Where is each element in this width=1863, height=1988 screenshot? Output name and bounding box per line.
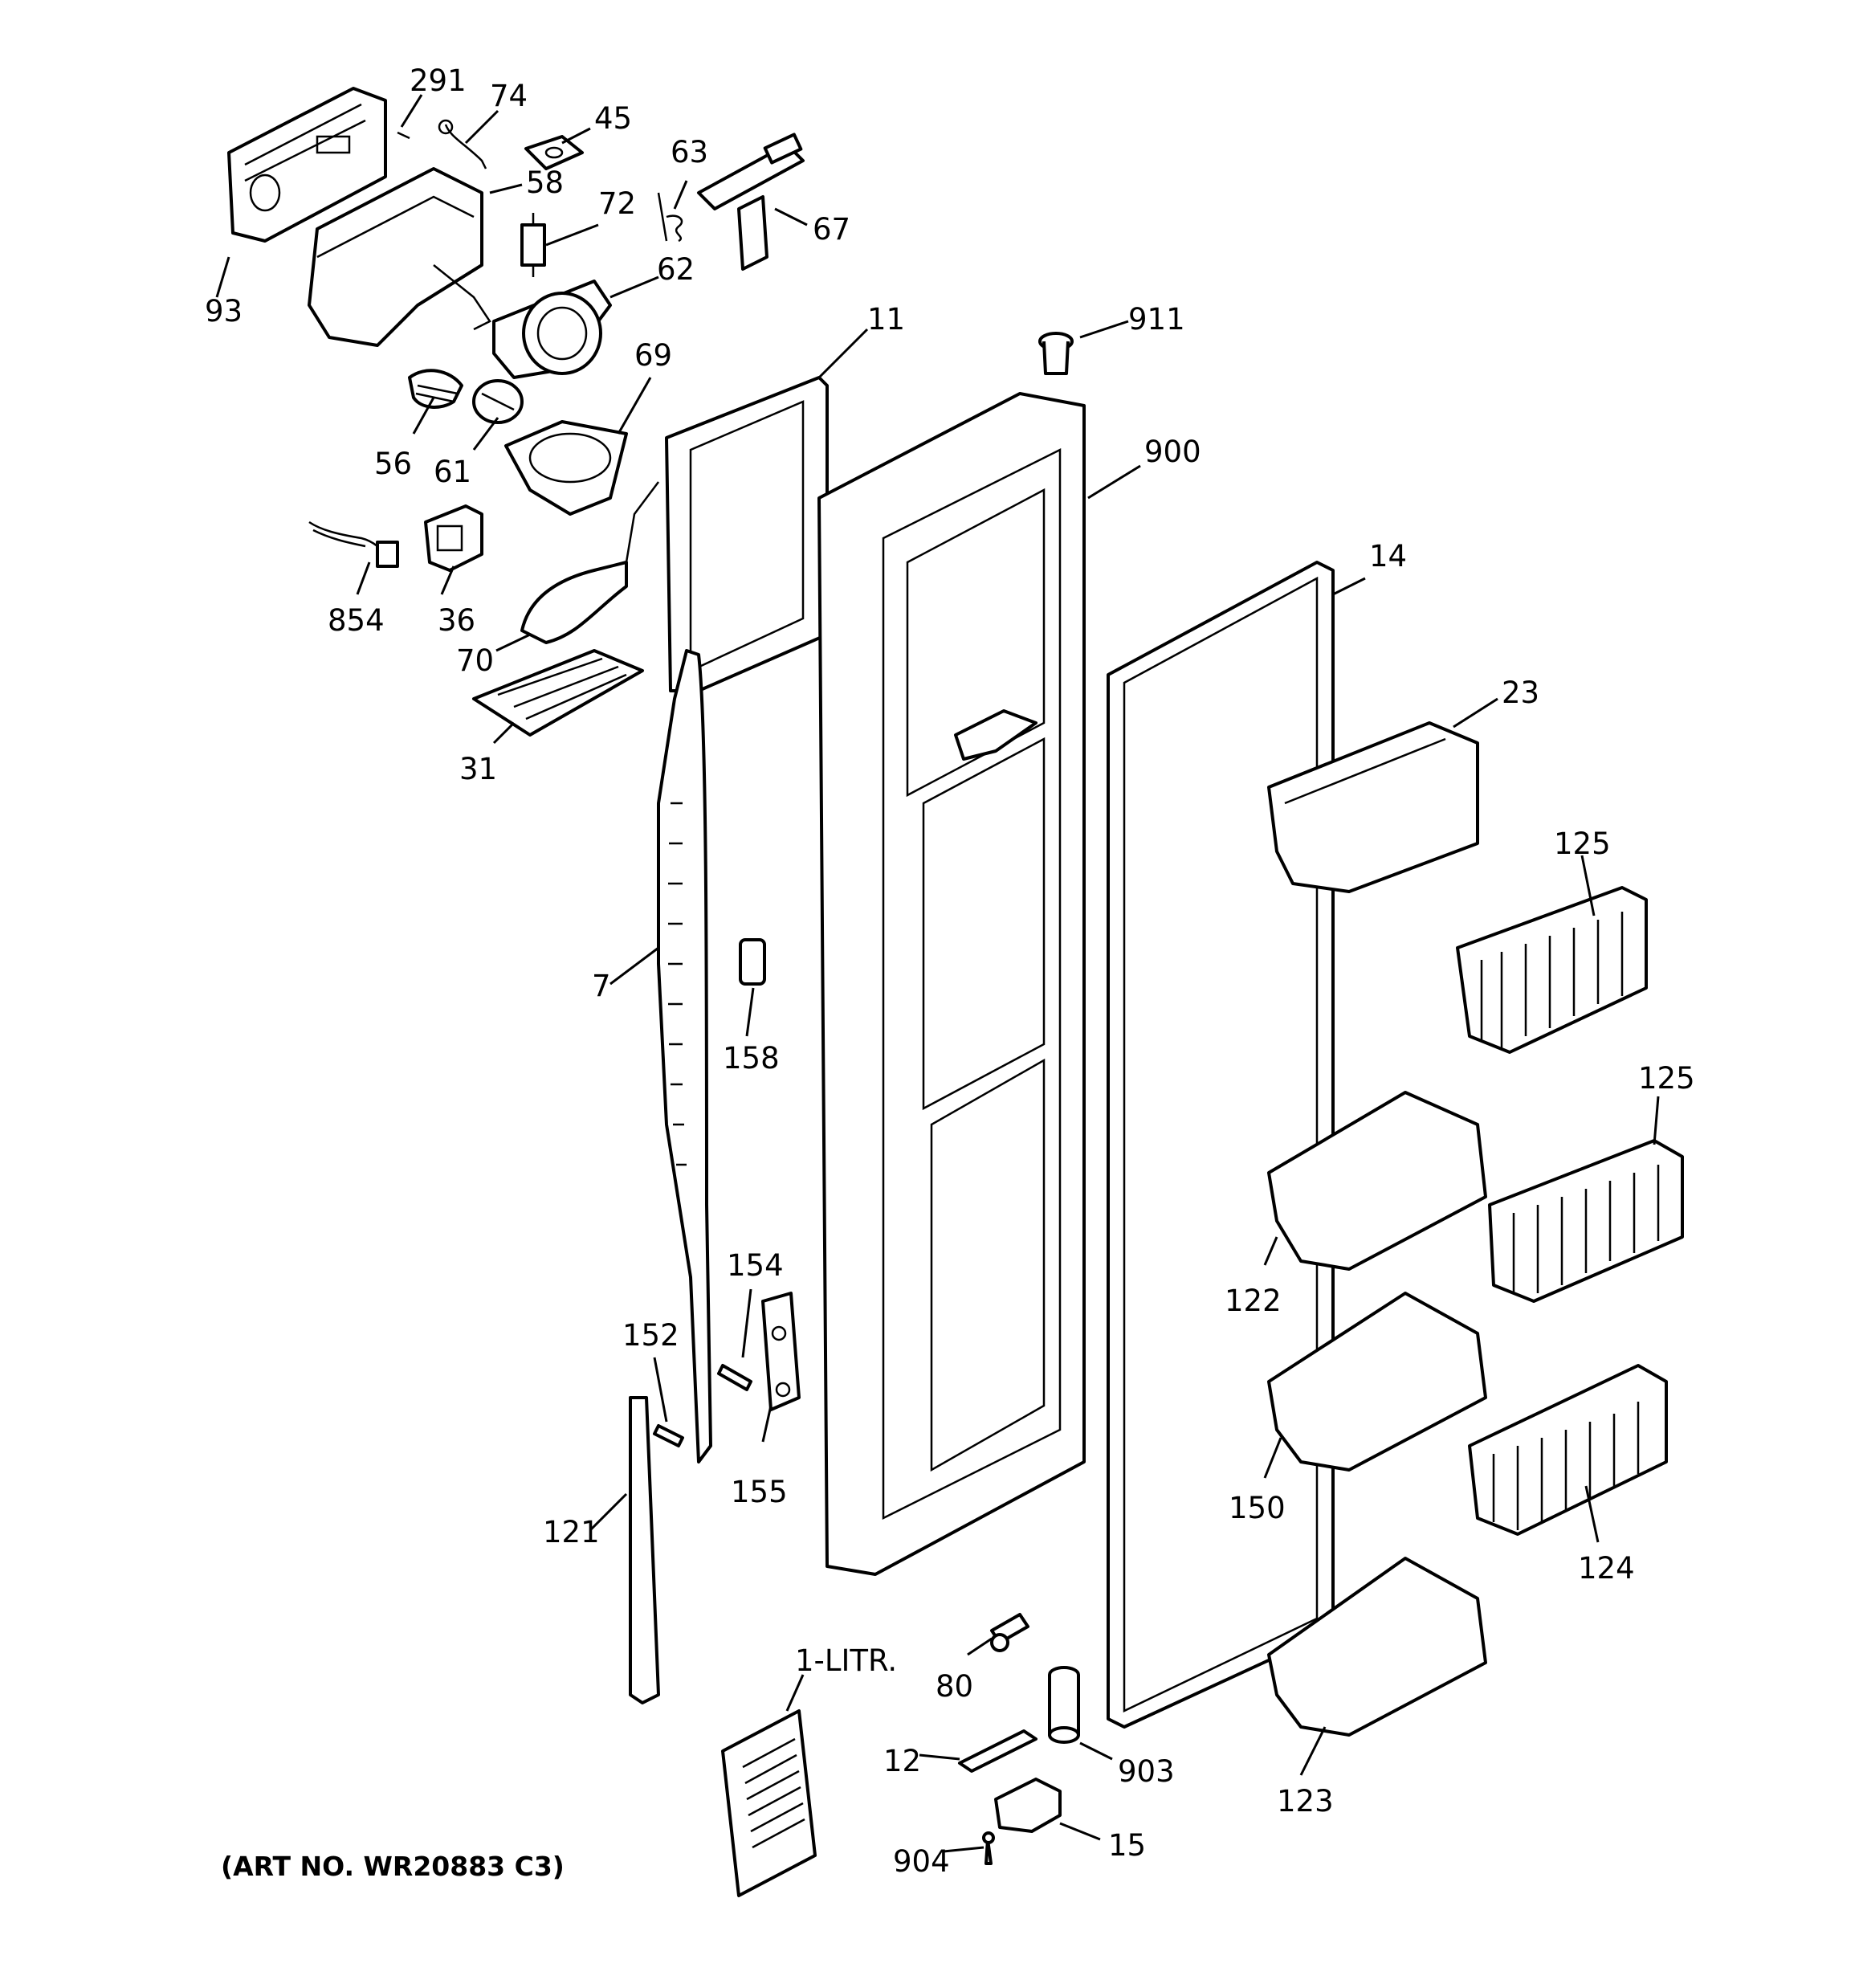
callout-900: 900: [1144, 435, 1201, 469]
callout-45: 45: [594, 101, 632, 136]
callout-152: 152: [622, 1318, 679, 1353]
wire-basket-124-part: [1468, 1364, 1668, 1536]
cartridge-part: [1048, 1666, 1080, 1744]
chute-part: [504, 420, 628, 516]
callout-7: 7: [592, 969, 611, 1003]
callout-80: 80: [936, 1669, 973, 1704]
socket-part: [472, 379, 524, 424]
door-bin-123-part: [1267, 1557, 1487, 1737]
bulb-part: [408, 369, 463, 409]
callout-58: 58: [526, 165, 564, 200]
funnel-part: [492, 280, 612, 379]
callout-124: 124: [1578, 1551, 1635, 1586]
callout-72: 72: [598, 186, 636, 221]
callout-14: 14: [1369, 539, 1407, 574]
callout-31: 31: [459, 752, 497, 786]
art-number-caption: (ART NO. WR20883 C3): [221, 1851, 565, 1882]
door-flap-part: [520, 481, 659, 644]
literature-part: [721, 1709, 817, 1897]
screw-152-part: [653, 1424, 684, 1447]
dispenser-housing-part: [308, 167, 491, 347]
door-cap-part: [1038, 332, 1074, 375]
callout-36: 36: [438, 603, 475, 638]
freezer-door-part: [817, 392, 1086, 1576]
callout-23: 23: [1502, 676, 1539, 710]
leader-lines: [215, 94, 1660, 1853]
callout-labels: 291 74 45 58 63 72 67 93 62 11 911 69 56…: [205, 63, 1695, 1882]
callout-93: 93: [205, 294, 243, 329]
callout-854: 854: [328, 603, 385, 638]
wire-basket-125-lower-part: [1488, 1139, 1684, 1303]
vertical-trim-part: [657, 649, 712, 1463]
actuator-part: [697, 133, 805, 271]
callout-291: 291: [410, 63, 467, 98]
callout-125-upper: 125: [1554, 827, 1611, 861]
bracket-12-part: [958, 1729, 1037, 1773]
callout-62: 62: [657, 252, 695, 287]
bottom-hinge-part: [994, 1778, 1062, 1833]
dispenser-frame-part: [665, 376, 829, 692]
callout-904: 904: [893, 1844, 950, 1879]
callout-69: 69: [634, 338, 672, 373]
callout-12: 12: [883, 1744, 921, 1778]
wire-harness-part: [308, 520, 399, 568]
hinge-bracket-part: [761, 1292, 801, 1411]
wire-basket-125-upper-part: [1456, 886, 1648, 1054]
door-bin-23-part: [1267, 721, 1479, 893]
door-bin-150-part: [1267, 1292, 1487, 1472]
callout-70: 70: [456, 643, 494, 678]
callout-122: 122: [1225, 1284, 1282, 1318]
screw-154-part: [717, 1364, 752, 1391]
callout-155: 155: [731, 1475, 788, 1509]
callout-911: 911: [1128, 302, 1185, 337]
callout-61: 61: [434, 455, 471, 489]
screw-904-part: [982, 1831, 995, 1865]
callout-121: 121: [543, 1515, 600, 1549]
callout-11: 11: [867, 302, 905, 337]
small-hardware-parts: [397, 119, 584, 170]
callout-63: 63: [671, 135, 708, 169]
clip-part: [739, 938, 766, 986]
solenoid-part: [424, 504, 483, 572]
plug-part: [990, 1613, 1029, 1652]
handle-trim-part: [629, 1396, 660, 1704]
callout-150: 150: [1229, 1491, 1286, 1525]
callout-125-lower: 125: [1638, 1061, 1695, 1096]
switch-part: [520, 213, 546, 277]
dispenser-control-panel-part: [227, 87, 387, 243]
callout-158: 158: [723, 1041, 780, 1076]
callout-903: 903: [1118, 1754, 1175, 1789]
callout-74: 74: [490, 79, 528, 113]
callout-56: 56: [374, 447, 412, 481]
callout-67: 67: [813, 212, 850, 247]
callout-1-litr: 1-LITR.: [795, 1643, 897, 1678]
callout-123: 123: [1277, 1784, 1334, 1819]
spring-part: [657, 192, 683, 243]
callout-154: 154: [727, 1248, 784, 1283]
door-gasket-part: [1107, 561, 1335, 1729]
callout-15: 15: [1108, 1828, 1146, 1863]
door-bin-122-part: [1267, 1091, 1487, 1271]
drip-tray-part: [472, 649, 644, 737]
